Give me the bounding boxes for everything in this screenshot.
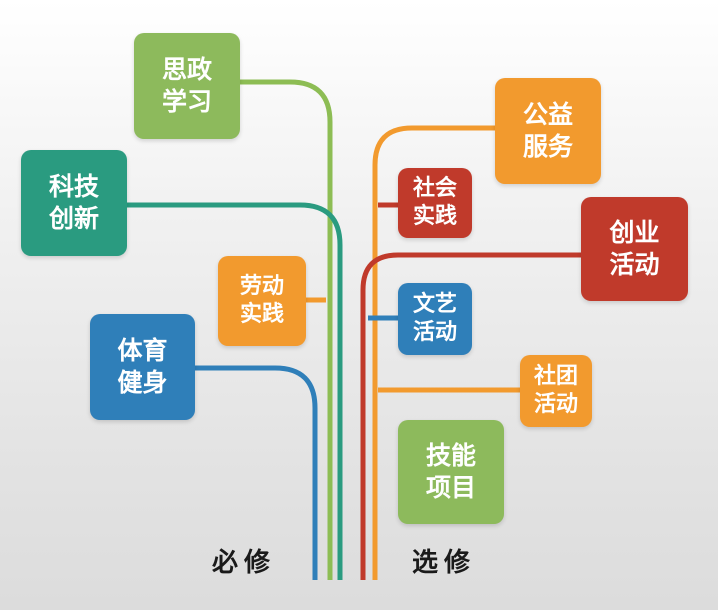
box-label: 创业 xyxy=(609,218,660,247)
box-label: 劳动 xyxy=(239,273,284,299)
line-keji xyxy=(125,202,343,580)
line-tiyu xyxy=(193,365,318,580)
box-jineng-xiangmu: 技能 项目 xyxy=(398,420,504,524)
heading-elective: 选修 xyxy=(412,548,477,578)
box-wenyi-huodong: 文艺 活动 xyxy=(398,283,472,355)
box-shetuan-huodong: 社团 活动 xyxy=(520,355,592,427)
box-label: 体育 xyxy=(117,336,168,365)
box-label: 社团 xyxy=(533,363,578,389)
box-label: 服务 xyxy=(522,132,573,161)
box-gongyi-fuwu: 公益 服务 xyxy=(495,78,601,184)
box-label: 学习 xyxy=(161,87,212,116)
box-keji-chuangxin: 科技 创新 xyxy=(21,150,127,256)
box-label: 活动 xyxy=(412,320,457,345)
box-label: 实践 xyxy=(412,204,457,229)
box-laodong-shijian: 劳动 实践 xyxy=(218,256,306,346)
box-label: 实践 xyxy=(239,302,284,327)
box-label: 活动 xyxy=(609,250,660,279)
line-chuangye xyxy=(360,252,583,580)
line-sizheng xyxy=(240,79,333,580)
box-label: 项目 xyxy=(425,473,476,502)
box-label: 健身 xyxy=(117,368,168,397)
box-tiyu-jianshen: 体育 健身 xyxy=(90,314,195,420)
box-chuangye-huodong: 创业 活动 xyxy=(581,197,688,301)
box-label: 创新 xyxy=(48,204,99,233)
box-sizheng-xuexi: 思政 学习 xyxy=(134,33,240,139)
box-label: 活动 xyxy=(533,392,578,417)
box-label: 公益 xyxy=(522,100,573,129)
box-shehui-shijian: 社会 实践 xyxy=(398,168,472,238)
box-label: 科技 xyxy=(48,172,99,201)
box-label: 社会 xyxy=(412,175,457,201)
heading-required: 必修 xyxy=(212,548,277,578)
box-label: 文艺 xyxy=(412,291,457,317)
box-label: 技能 xyxy=(425,441,476,470)
line-gongyi xyxy=(372,125,497,580)
box-label: 思政 xyxy=(161,55,212,84)
